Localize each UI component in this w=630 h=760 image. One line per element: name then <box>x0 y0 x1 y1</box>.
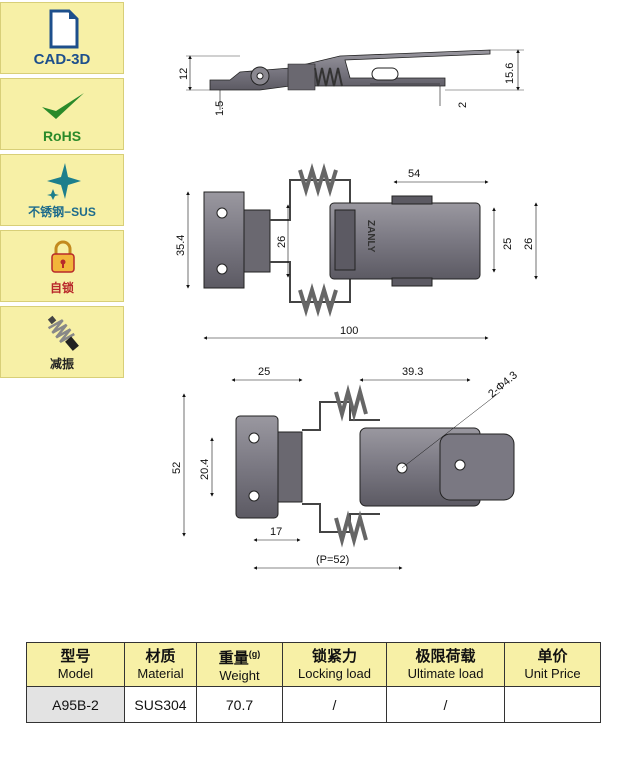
checkmark-icon <box>42 93 84 119</box>
dim-top-35-4: 35.4 <box>175 235 187 256</box>
spring-icon <box>47 315 79 351</box>
cell-unit-price <box>504 686 601 723</box>
document-icon <box>49 9 79 49</box>
badge-label-sus: 不锈钢−SUS <box>28 205 96 219</box>
cell-model: A95B-2 <box>26 686 125 723</box>
dim-front-52: 52 <box>171 462 183 474</box>
header-locking-load: 锁紧力 Locking load <box>282 642 387 687</box>
dim-front-17: 17 <box>270 526 282 538</box>
badge-self-locking[interactable]: 自锁 <box>0 230 124 302</box>
spec-table: 型号 Model 材质 Material 重量(g) Weight 锁紧力 Lo… <box>26 642 601 723</box>
header-material: 材质 Material <box>124 642 197 687</box>
dim-front-20-4: 20.4 <box>199 459 211 480</box>
dim-top-54: 54 <box>408 168 420 180</box>
header-weight: 重量(g) Weight <box>196 642 283 687</box>
badge-label-lock: 自锁 <box>49 281 74 295</box>
table-row: A95B-2 SUS304 70.7 / / <box>26 686 601 723</box>
dim-top-26-left: 26 <box>276 236 288 248</box>
dim-side-15-6: 15.6 <box>504 63 516 84</box>
badge-vibration-damping[interactable]: 减振 <box>0 306 124 378</box>
engraving-text: ZANLY <box>365 220 376 253</box>
badge-label-damping: 减振 <box>49 357 74 371</box>
dim-front-25: 25 <box>258 366 270 378</box>
cell-locking-load: / <box>282 686 387 723</box>
dim-front-pitch: (P=52) <box>316 554 349 566</box>
cell-ultimate-load: / <box>386 686 505 723</box>
badge-rohs[interactable]: RoHS <box>0 78 124 150</box>
dim-top-25: 25 <box>502 238 514 250</box>
header-model: 型号 Model <box>26 642 125 687</box>
dim-top-100: 100 <box>340 325 358 337</box>
dim-side-12: 12 <box>178 68 190 80</box>
dim-front-39-3: 39.3 <box>402 366 423 378</box>
badge-stainless-steel[interactable]: 不锈钢−SUS <box>0 154 124 226</box>
table-header-row: 型号 Model 材质 Material 重量(g) Weight 锁紧力 Lo… <box>26 642 601 687</box>
header-ultimate-load: 极限荷载 Ultimate load <box>386 642 505 687</box>
cell-material: SUS304 <box>124 686 197 723</box>
star-icon <box>47 163 81 200</box>
cell-weight: 70.7 <box>196 686 283 723</box>
front-view: 25 39.3 2-Φ4.3 52 20.4 17 (P=52) <box>171 366 520 570</box>
padlock-icon <box>51 240 75 273</box>
dim-side-2: 2 <box>457 102 469 108</box>
dim-front-hole: 2-Φ4.3 <box>486 369 520 400</box>
side-view: 12 15.6 1.5 2 <box>178 49 524 116</box>
technical-drawing: 12 15.6 1.5 2 ZANLY 54 35.4 26 25 <box>171 49 538 570</box>
dim-side-1-5: 1.5 <box>214 101 226 116</box>
header-unit-price: 单价 Unit Price <box>504 642 601 687</box>
badge-cad-3d[interactable]: CAD-3D <box>0 2 124 74</box>
badge-label-rohs: RoHS <box>42 128 82 144</box>
badge-label-cad: CAD-3D <box>33 51 91 68</box>
dim-top-26-right: 26 <box>523 238 535 250</box>
top-view: ZANLY 54 35.4 26 25 26 100 <box>175 163 538 340</box>
